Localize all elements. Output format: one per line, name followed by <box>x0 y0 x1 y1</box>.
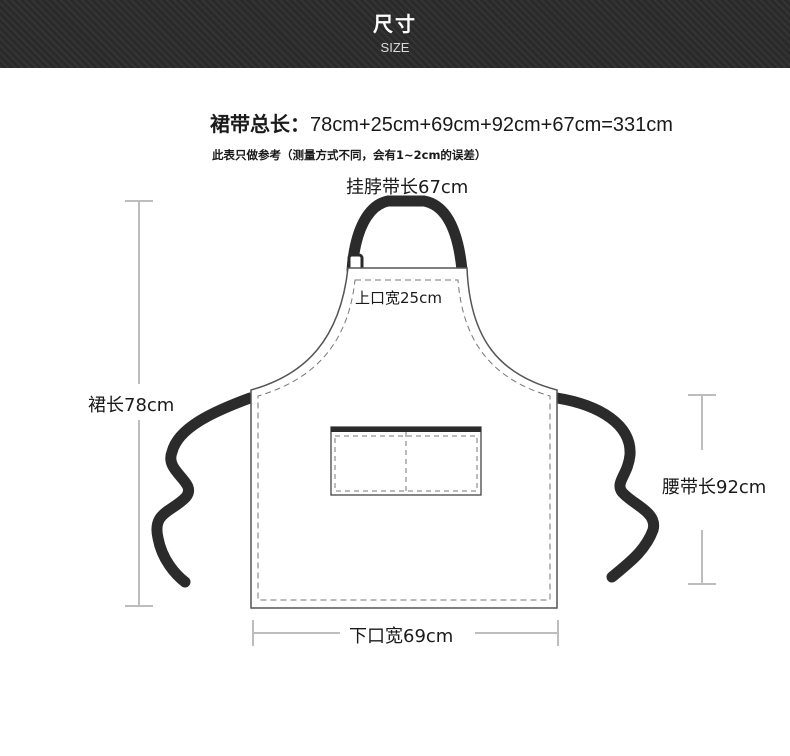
total-length-label: 裙带总长： <box>210 112 310 136</box>
header-subtitle: SIZE <box>380 40 410 55</box>
measurement-note: 此表只做参考（测量方式不同，会有1~2cm的误差） <box>212 148 487 162</box>
apron-stitching <box>257 279 551 601</box>
neck-strap-label: 挂脖带长67cm <box>346 177 469 198</box>
apron-length-label: 裙长78cm <box>88 391 175 417</box>
total-length-value: 78cm+25cm+69cm+92cm+67cm=331cm <box>310 114 673 136</box>
right-waist-strap <box>551 392 660 583</box>
apron-length-dimension-line <box>125 200 153 607</box>
header-banner: 尺寸 SIZE <box>0 0 790 68</box>
waist-strap-dimension-line <box>688 394 716 585</box>
left-waist-strap <box>151 392 256 588</box>
top-width-label: 上口宽25cm <box>355 289 442 307</box>
bottom-width-dimension-line <box>252 620 559 646</box>
pocket <box>330 426 482 496</box>
neck-strap <box>346 195 468 276</box>
bottom-width-label: 下口宽69cm <box>349 626 454 647</box>
waist-strap-label: 腰带长92cm <box>662 473 767 499</box>
total-length: 裙带总长：78cm+25cm+69cm+92cm+67cm=331cm <box>210 108 673 137</box>
header-title: 尺寸 <box>373 12 417 36</box>
